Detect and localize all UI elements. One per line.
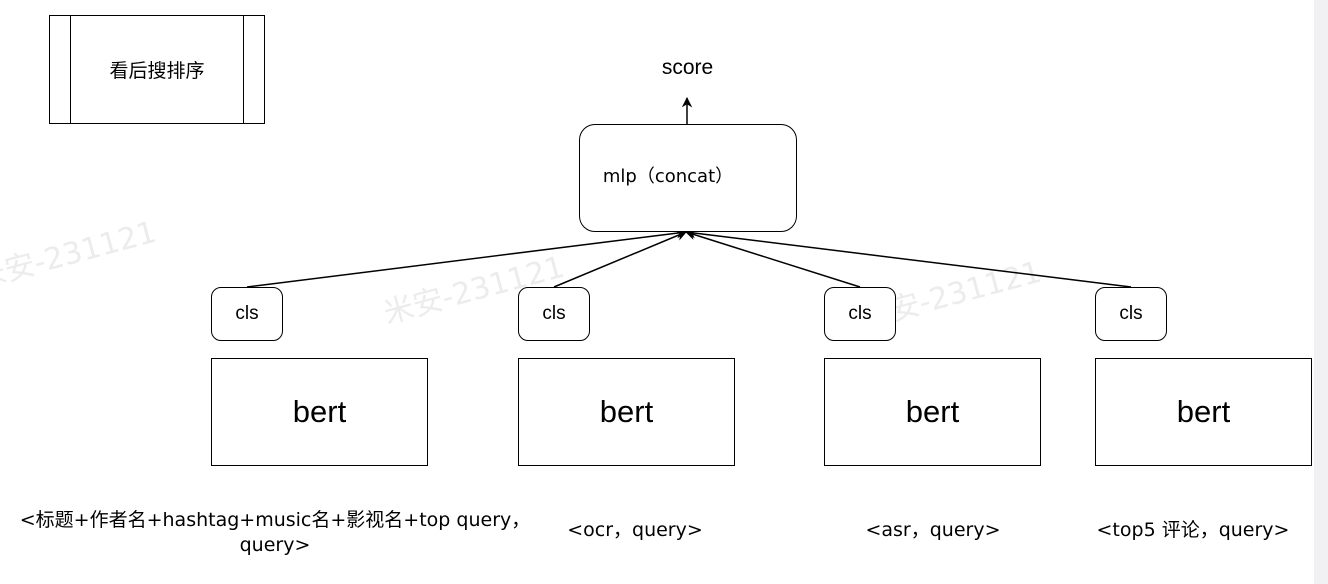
cls-node: cls (824, 287, 896, 341)
bert-node: bert (518, 358, 735, 466)
mlp-node: mlp（concat） (579, 124, 797, 232)
input-label-line: <ocr，query> (567, 519, 703, 541)
bert-node: bert (1095, 358, 1312, 466)
input-label: <标题+作者名+hashtag+music名+影视名+top query， qu… (10, 508, 540, 558)
title-process-box: 看后搜排序 (49, 15, 265, 124)
score-label: score (661, 56, 714, 79)
arrow-cls3-to-mlp (684, 229, 861, 288)
title-label: 看后搜排序 (109, 60, 205, 82)
input-label: <ocr，query> (535, 518, 735, 543)
scrollbar-strip (1314, 0, 1328, 584)
bert-node: bert (211, 358, 428, 466)
cls-node: cls (1095, 287, 1167, 341)
input-label: <top5 评论，query> (1083, 518, 1303, 543)
input-label-line: <标题+作者名+hashtag+music名+影视名+top query， (19, 509, 531, 531)
arrow-cls2-to-mlp (553, 230, 687, 288)
cls-node: cls (211, 287, 283, 341)
input-label-line: query> (239, 534, 311, 556)
input-label-line: <asr，query> (865, 519, 1001, 541)
input-label-line: <top5 评论，query> (1096, 519, 1290, 541)
bert-node: bert (824, 358, 1041, 466)
mlp-label: mlp（concat） (602, 166, 734, 187)
input-label: <asr，query> (833, 518, 1033, 543)
cls-node: cls (518, 287, 590, 341)
arrow-cls4-to-mlp (684, 227, 1132, 288)
arrow-cls1-to-mlp (246, 227, 688, 288)
